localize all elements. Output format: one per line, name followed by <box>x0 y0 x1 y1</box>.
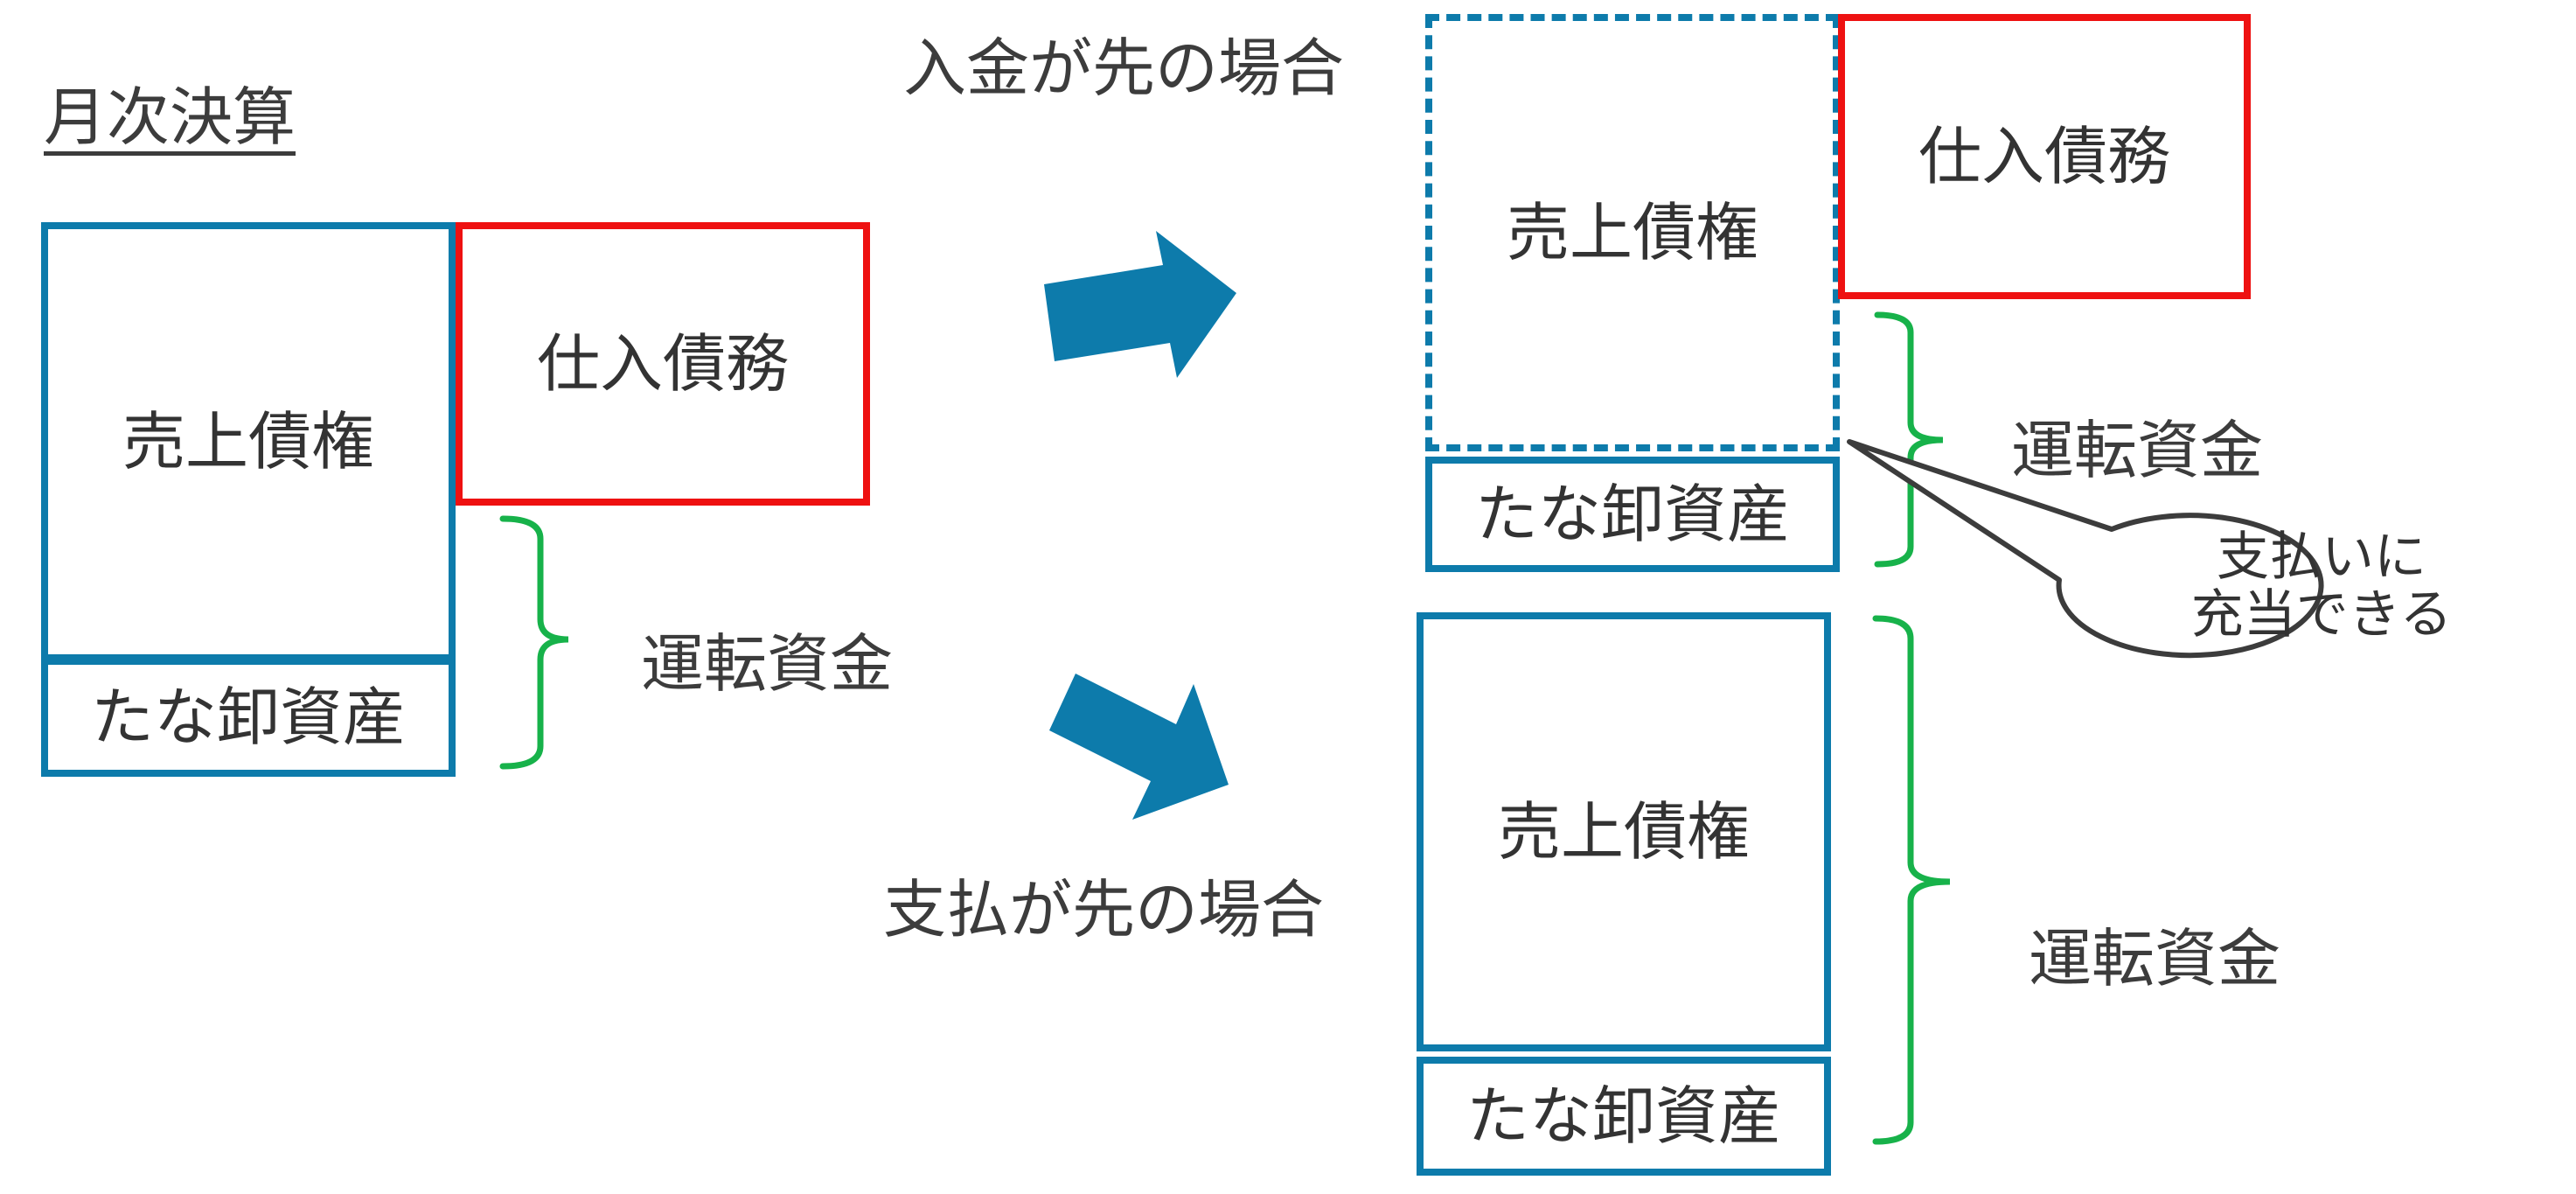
arrow-to-bottom-case <box>1049 674 1229 820</box>
left-inventory-box: たな卸資産 <box>41 658 456 777</box>
top-working-capital-brace <box>1874 311 1944 568</box>
top-receivables-box: 売上債権 <box>1425 14 1840 451</box>
left-working-capital-brace <box>499 515 569 770</box>
bottom-inventory-box: たな卸資産 <box>1417 1057 1831 1176</box>
top-working-capital-label: 運転資金 <box>2011 414 2264 487</box>
top-inventory-label: たな卸資産 <box>1474 478 1790 551</box>
left-inventory-label: たな卸資産 <box>90 681 406 754</box>
top-case-heading: 入金が先の場合 <box>903 31 1345 105</box>
page-title: 月次決算 <box>44 80 296 154</box>
callout-line-1: 支払いに <box>2217 527 2426 588</box>
arrow-to-top-case <box>1044 231 1236 378</box>
bottom-inventory-label: たな卸資産 <box>1466 1079 1781 1153</box>
callout-bubble <box>1847 439 2324 659</box>
bottom-working-capital-label: 運転資金 <box>2029 922 2281 995</box>
top-payables-box: 仕入債務 <box>1838 14 2251 299</box>
left-receivables-box: 売上債権 <box>41 222 456 661</box>
left-working-capital-label: 運転資金 <box>641 627 894 701</box>
top-inventory-box: たな卸資産 <box>1425 457 1840 572</box>
left-payables-box: 仕入債務 <box>456 222 870 506</box>
callout-text: 支払いに 充当できる <box>2090 507 2553 665</box>
bottom-receivables-box: 売上債権 <box>1417 612 1831 1051</box>
top-receivables-label: 売上債権 <box>1506 196 1758 269</box>
bottom-receivables-label: 売上債権 <box>1497 795 1750 869</box>
left-payables-label: 仕入債務 <box>536 327 789 401</box>
top-payables-label: 仕入債務 <box>1918 120 2170 193</box>
bottom-working-capital-brace <box>1872 615 1951 1145</box>
left-receivables-label: 売上債権 <box>122 405 374 478</box>
callout-line-2: 充当できる <box>2190 584 2453 646</box>
bottom-case-heading: 支払が先の場合 <box>883 873 1325 946</box>
